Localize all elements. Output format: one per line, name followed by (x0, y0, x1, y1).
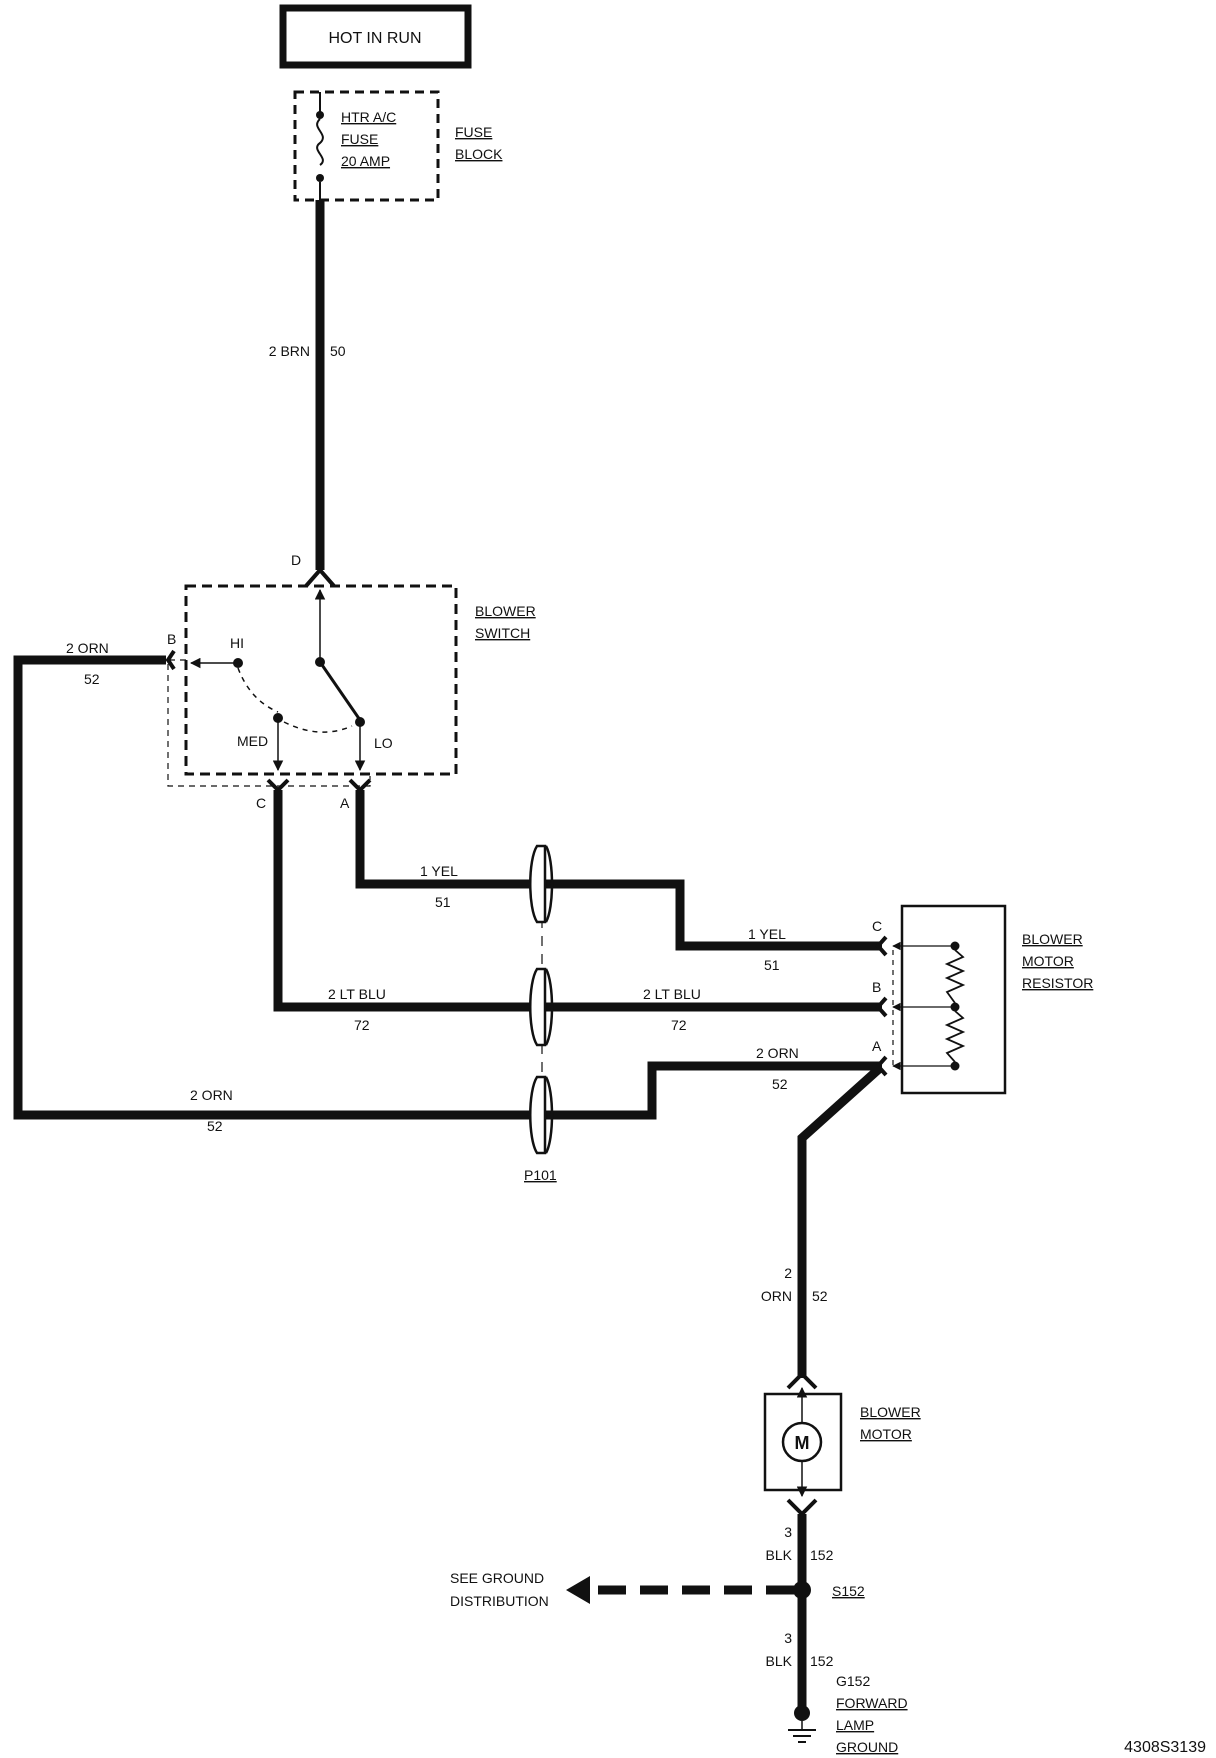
resistor-pin-b (875, 996, 888, 1018)
wire-orn-52-left (13, 655, 548, 1120)
pos-hi-label: HI (230, 635, 244, 651)
see-ground-line2: DISTRIBUTION (450, 1593, 549, 1609)
pin-b-connector (165, 649, 176, 671)
wire-blu-72-left (273, 790, 548, 1012)
wire-blu-left-circuit: 72 (354, 1017, 370, 1033)
wire-blu-right-circuit: 72 (671, 1017, 687, 1033)
pin-c-label: C (256, 795, 266, 811)
fuse-icon (316, 118, 324, 166)
motor-label-1: BLOWER (860, 1404, 921, 1420)
connector-p101: P101 (524, 844, 557, 1183)
wire-orn-right-gauge: 2 ORN (756, 1045, 799, 1061)
fuse-block-label-1: FUSE (455, 124, 492, 140)
wire-gnd2-color: BLK (766, 1653, 793, 1669)
blower-motor: M (763, 1371, 843, 1517)
ground-id: G152 (836, 1673, 870, 1689)
resistor-pin-c-label: C (872, 918, 882, 934)
motor-icon (781, 1421, 823, 1463)
fuse-line3: 20 AMP (341, 153, 390, 169)
blower-switch-label-1: BLOWER (475, 603, 536, 619)
blower-motor-resistor: C B A (872, 904, 1007, 1095)
connector-p101-blu (529, 967, 554, 1047)
pin-d-connector (304, 566, 336, 588)
pos-med-label: MED (237, 733, 268, 749)
wire-gnd2-gauge: 3 (784, 1630, 792, 1646)
motor-label-2: MOTOR (860, 1426, 912, 1442)
hot-in-run-label: HOT IN RUN (328, 30, 421, 47)
fuse-line1: HTR A/C (341, 109, 396, 125)
wire-yel-left-circuit: 51 (435, 894, 451, 910)
wire-orn-52-to-motor (797, 1064, 884, 1378)
splice-s152 (793, 1581, 811, 1599)
resistor-pin-c (875, 935, 888, 957)
fuse-block: HTR A/C FUSE 20 AMP (293, 90, 440, 202)
pin-d-label: D (291, 552, 301, 568)
resistor-pin-b-label: B (872, 979, 881, 995)
see-ground-line1: SEE GROUND (450, 1570, 544, 1586)
wire-yel-right-gauge: 1 YEL (748, 926, 786, 942)
wire-gnd1-gauge: 3 (784, 1524, 792, 1540)
wire-orn-right-circuit: 52 (772, 1076, 788, 1092)
wire-yel-51-left (355, 790, 548, 889)
resistor-label-3: RESISTOR (1022, 975, 1093, 991)
wire-to-motor-circuit: 52 (812, 1288, 828, 1304)
pin-c-connector (266, 778, 290, 793)
wire-gnd1-circuit: 152 (810, 1547, 834, 1563)
wire-yel-right-circuit: 51 (764, 957, 780, 973)
resistor-zigzag-icon (944, 1010, 966, 1063)
wire-b-circuit: 52 (84, 671, 100, 687)
resistor-zigzag-icon (944, 949, 966, 1004)
resistor-label-2: MOTOR (1022, 953, 1074, 969)
ground-line1: FORWARD (836, 1695, 908, 1711)
connector-p101-yel (529, 844, 554, 924)
connector-p101-orn (529, 1075, 554, 1155)
switch-arm (318, 661, 362, 721)
wire-orn-52-right (536, 1061, 882, 1120)
wire-b-gauge: 2 ORN (66, 640, 109, 656)
resistor-label-1: BLOWER (1022, 931, 1083, 947)
hot-in-run-box: HOT IN RUN (279, 4, 472, 69)
connector-label: P101 (524, 1167, 557, 1183)
ground-line2: LAMP (836, 1717, 874, 1733)
wire-gnd1-color: BLK (766, 1547, 793, 1563)
fuse-line2: FUSE (341, 131, 378, 147)
wire-yel-51-right (536, 879, 882, 951)
ground-icon (788, 1721, 816, 1743)
pin-b-label: B (167, 631, 176, 647)
resistor-pin-a-label: A (872, 1038, 882, 1054)
arrow-left-icon (566, 1576, 590, 1604)
pin-a-label: A (340, 795, 350, 811)
ground-line3: GROUND (836, 1739, 898, 1755)
motor-symbol: M (795, 1433, 810, 1453)
wire-to-motor-gauge: 2 (784, 1265, 792, 1281)
blower-switch-label-2: SWITCH (475, 625, 530, 641)
fuse-block-label-2: BLOCK (455, 146, 503, 162)
pin-a-connector (348, 778, 372, 793)
wire-blu-right-gauge: 2 LT BLU (643, 986, 701, 1002)
wire-orn-bottom-gauge: 2 ORN (190, 1087, 233, 1103)
wire-yel-left-gauge: 1 YEL (420, 863, 458, 879)
wire-orn-bottom-circuit: 52 (207, 1118, 223, 1134)
wire-to-motor-color: ORN (761, 1288, 792, 1304)
wire-brn-gauge: 2 BRN (269, 343, 310, 359)
wire-gnd2-circuit: 152 (810, 1653, 834, 1669)
blower-switch: D HI MED LO B C A (165, 552, 458, 811)
wire-blu-left-gauge: 2 LT BLU (328, 986, 386, 1002)
wire-brn-circuit: 50 (330, 343, 346, 359)
pos-lo-label: LO (374, 735, 393, 751)
figure-id: 4308S3139 (1124, 1739, 1206, 1756)
splice-label: S152 (832, 1583, 865, 1599)
